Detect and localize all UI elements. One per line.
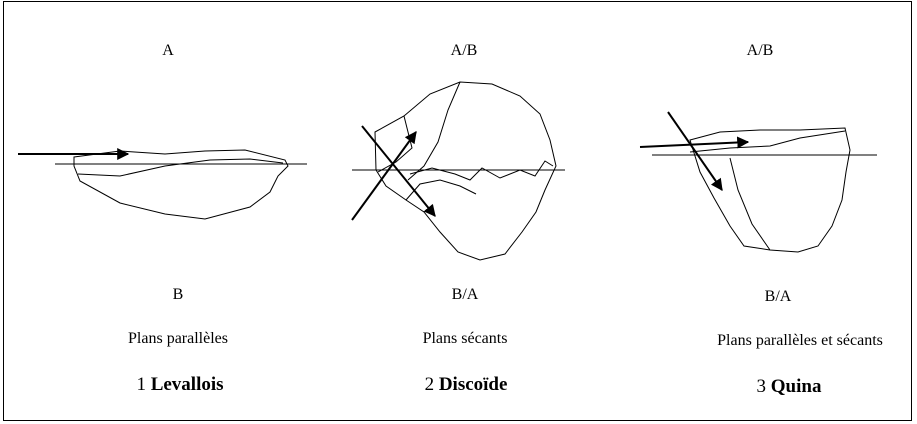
discoide-arrow-up [351,131,417,221]
quina-core [652,127,877,253]
discoide-scar-lower [405,179,477,201]
levallois-caption: Plans parallèles [128,330,228,347]
discoide-scar-ridge [407,81,461,181]
quina-bottom-label: B/A [764,288,792,305]
quina-core-outline [689,127,851,253]
discoide-plane-zigzag [409,160,554,181]
quina-arrow-diagonal [667,111,723,191]
discoide-title: 2 Discoïde [425,374,508,396]
levallois-title: 1 Levallois [136,374,223,396]
discoide-arrow-down [361,125,436,217]
levallois-core [55,149,307,220]
levallois-bottom-label: B [172,286,184,303]
discoide-top-label: A/B [450,42,478,59]
discoide-bottom-label: B/A [451,286,479,303]
quina-method: Quina [770,376,822,397]
levallois-core-outline [73,149,289,220]
quina-arrow-horizontal [639,136,750,149]
quina-number: 3 [756,376,771,397]
quina-scar-inner [729,157,771,251]
levallois-number: 1 [136,374,151,395]
discoide-number: 2 [424,374,439,395]
discoide-method: Discoïde [438,374,508,395]
quina-scar-line [689,130,846,153]
levallois-flake-scar [77,158,284,177]
quina-top-label: A/B [746,42,774,59]
discoide-caption: Plans sécants [422,330,508,347]
quina-caption: Plans parallèles et sécants [717,332,883,349]
levallois-top-label: A [162,42,174,59]
levallois-method: Levallois [150,374,224,395]
discoide-core [352,81,565,261]
discoide-core-outline [374,81,557,261]
quina-title: 3 Quina [757,376,822,398]
